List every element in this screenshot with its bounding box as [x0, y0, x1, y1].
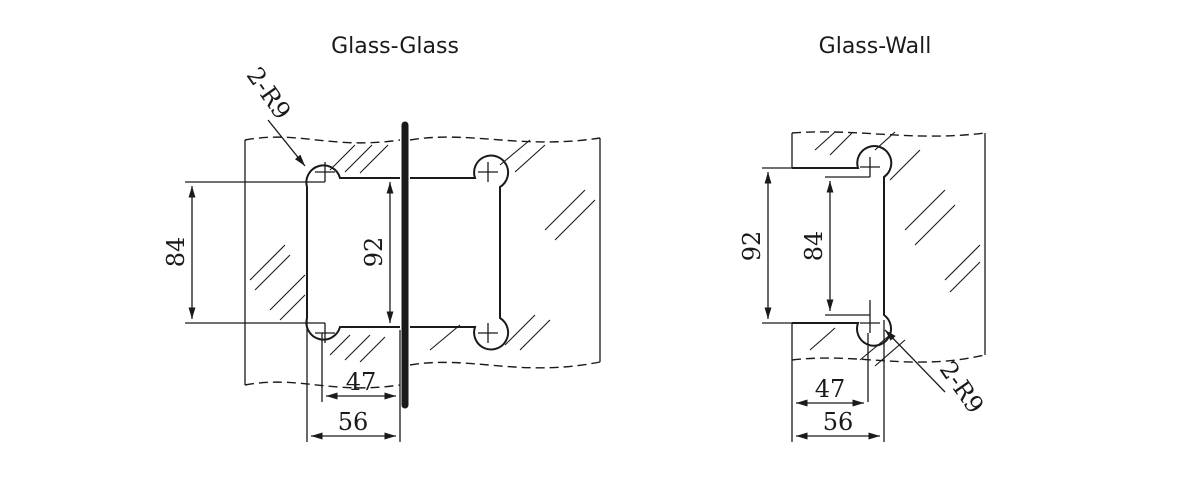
glass-glass-drawing: 84 92 2-R9 47 56: [162, 62, 601, 442]
dim-92-left: 92: [360, 182, 394, 323]
title-glass-wall: Glass-Wall: [818, 34, 932, 59]
dim-47-wall: 47: [791, 333, 869, 442]
glass-panel-right-outline: [409, 136, 601, 369]
dim-84-wall: 84: [800, 176, 870, 316]
glass-hatching-wall: [809, 131, 981, 367]
glass-hatching-right: [429, 139, 596, 351]
dim-56-label-wall: 56: [823, 408, 854, 436]
glass-panel-left-outline: [244, 136, 401, 389]
dim-56-left: 56: [306, 318, 396, 442]
dim-56-label-left: 56: [338, 408, 369, 436]
radius-leader-left: 2-R9: [241, 62, 306, 167]
hole-centers-left: [315, 162, 498, 343]
radius-label-left: 2-R9: [241, 62, 296, 125]
dim-92-label-wall: 92: [738, 231, 766, 262]
dim-47-left: 47: [321, 330, 401, 442]
hole-centers-wall: [860, 157, 880, 333]
dim-84-left: 84: [162, 181, 325, 324]
glass-wall-drawing: 92 84 2-R9 47 56: [738, 131, 989, 442]
dim-84-label-left: 84: [162, 237, 190, 268]
dim-47-label-left: 47: [346, 368, 377, 396]
glass-panel-wall-outline: [791, 131, 986, 363]
glass-hatching-left: [249, 144, 389, 363]
radius-label-wall: 2-R9: [934, 356, 989, 419]
cutout-left: [305, 164, 400, 341]
cutout-wall: [792, 145, 893, 347]
cutout-right: [410, 154, 510, 351]
dim-47-label-wall: 47: [815, 375, 846, 403]
title-glass-glass: Glass-Glass: [331, 34, 459, 59]
dim-92-wall: 92: [738, 167, 792, 324]
dim-56-wall: 56: [796, 320, 885, 442]
dim-84-label-wall: 84: [800, 231, 828, 262]
dim-92-label-left: 92: [360, 237, 388, 268]
